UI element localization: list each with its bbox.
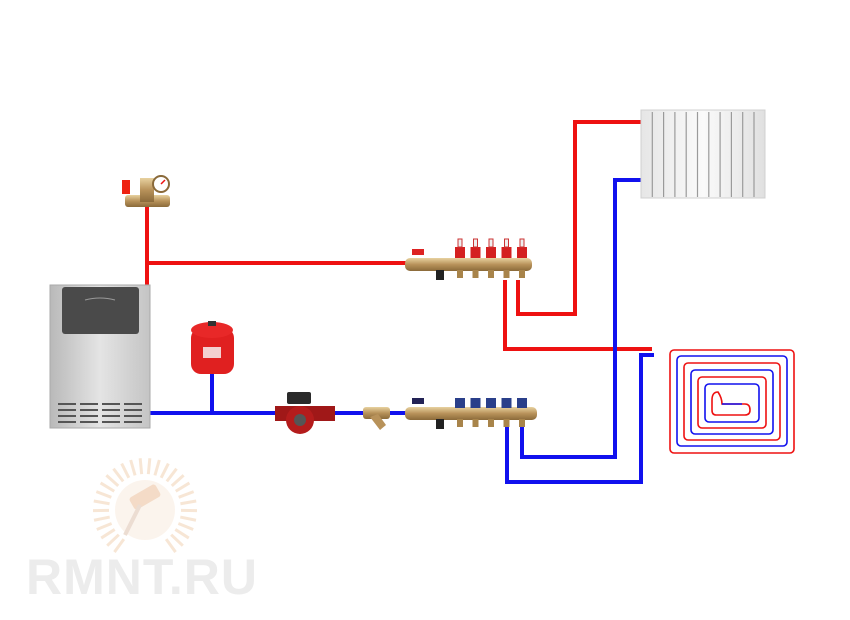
logo-ray — [180, 499, 197, 506]
outlet — [457, 419, 463, 427]
logo-ray — [100, 528, 116, 540]
logo-ray — [93, 499, 110, 506]
outlet — [457, 270, 463, 278]
outlet — [519, 419, 525, 427]
logo-ray — [153, 459, 161, 476]
return-from-floor — [505, 353, 654, 484]
flow-meter-cap — [517, 247, 527, 258]
flow-meter — [457, 238, 463, 248]
valve-cap — [455, 398, 465, 408]
logo-ray — [138, 458, 144, 475]
logo-ray — [170, 474, 185, 488]
supply-manifold — [405, 238, 532, 280]
outlet — [519, 270, 525, 278]
logo-ray — [146, 458, 152, 475]
flow-meter-cap — [470, 247, 481, 258]
radiator — [640, 109, 766, 199]
supply-to-floor — [503, 280, 652, 351]
logo-ray — [174, 481, 191, 493]
logo-ray — [178, 490, 195, 499]
outlet — [503, 419, 510, 427]
return-manifold — [405, 398, 537, 429]
valve-cap — [486, 398, 496, 408]
flow-meter — [504, 238, 509, 248]
flow-meter-cap — [501, 247, 512, 258]
watermark-logo — [92, 458, 198, 553]
logo-ray — [112, 467, 125, 483]
logo-ray — [105, 474, 120, 488]
return-from-radiator — [520, 178, 642, 459]
valve-cap — [517, 398, 527, 408]
logo-ray — [95, 490, 112, 499]
valve-cap — [501, 398, 512, 408]
logo-ray — [177, 522, 194, 531]
flow-meter-cap — [486, 247, 496, 258]
flow-meter-cap — [455, 247, 465, 258]
supply-to-radiator — [516, 120, 642, 316]
underfloor-heating-loop — [669, 349, 795, 454]
logo-ray — [106, 533, 120, 547]
expansion-tank — [191, 321, 234, 374]
outlet — [472, 419, 479, 427]
flow-meter — [519, 238, 525, 248]
logo-ray — [99, 481, 116, 493]
flow-meter — [473, 238, 478, 248]
boiler — [49, 284, 151, 429]
logo-ray — [159, 462, 170, 479]
logo-ray — [129, 459, 137, 476]
logo-ray — [170, 533, 184, 547]
logo-ray — [174, 528, 190, 540]
logo-ray — [165, 467, 178, 483]
watermark-text: RMNT.RU — [26, 549, 258, 605]
strainer-filter — [363, 407, 390, 430]
flow-meter — [488, 238, 494, 248]
outlet — [488, 419, 494, 427]
logo-ray — [180, 515, 197, 522]
outlet — [503, 270, 510, 278]
logo-ray — [120, 462, 131, 479]
outlet — [472, 270, 479, 278]
logo-ray — [164, 538, 177, 553]
safety-group — [122, 175, 170, 207]
supply-pipes — [145, 120, 652, 351]
circulation-pump — [275, 392, 335, 434]
valve-cap — [470, 398, 481, 408]
outlet — [488, 270, 494, 278]
logo-ray — [96, 522, 113, 531]
logo-ray — [93, 515, 110, 522]
logo-ray — [113, 538, 126, 553]
